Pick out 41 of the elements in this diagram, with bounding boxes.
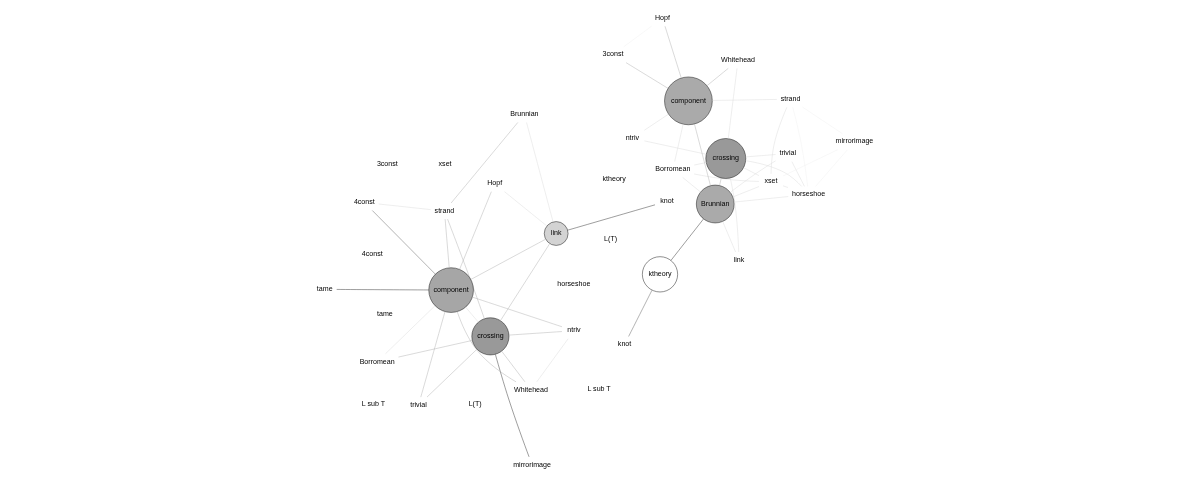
connector [718,177,721,186]
connector [525,122,553,223]
connector [744,160,802,187]
connector [670,218,704,261]
connector [706,68,728,86]
connector [371,210,435,275]
connector [464,306,478,323]
connector [627,290,652,337]
connector [456,311,516,383]
connector [397,340,472,358]
connector [770,107,787,174]
connector [729,160,776,193]
connector [682,177,701,193]
connector [643,140,706,155]
connector [500,351,525,382]
connector [384,305,435,354]
connector [727,68,737,139]
connector [444,218,449,268]
connector [458,191,492,270]
connector [625,62,668,89]
connector [494,354,529,458]
connector [508,331,562,336]
connector [742,167,759,176]
connector [567,204,655,231]
connector [499,243,550,321]
connector [729,177,739,253]
connector [471,296,562,327]
connector [446,218,485,319]
connector [450,122,518,204]
connector [420,311,445,398]
connector [733,196,788,203]
connector [664,26,681,79]
connector [643,113,669,131]
connector [732,186,759,198]
connector [426,349,477,398]
connector [503,191,547,227]
connector [470,238,546,280]
connector [673,124,683,162]
connector [693,173,759,182]
connector [693,123,711,186]
connector [722,221,736,253]
